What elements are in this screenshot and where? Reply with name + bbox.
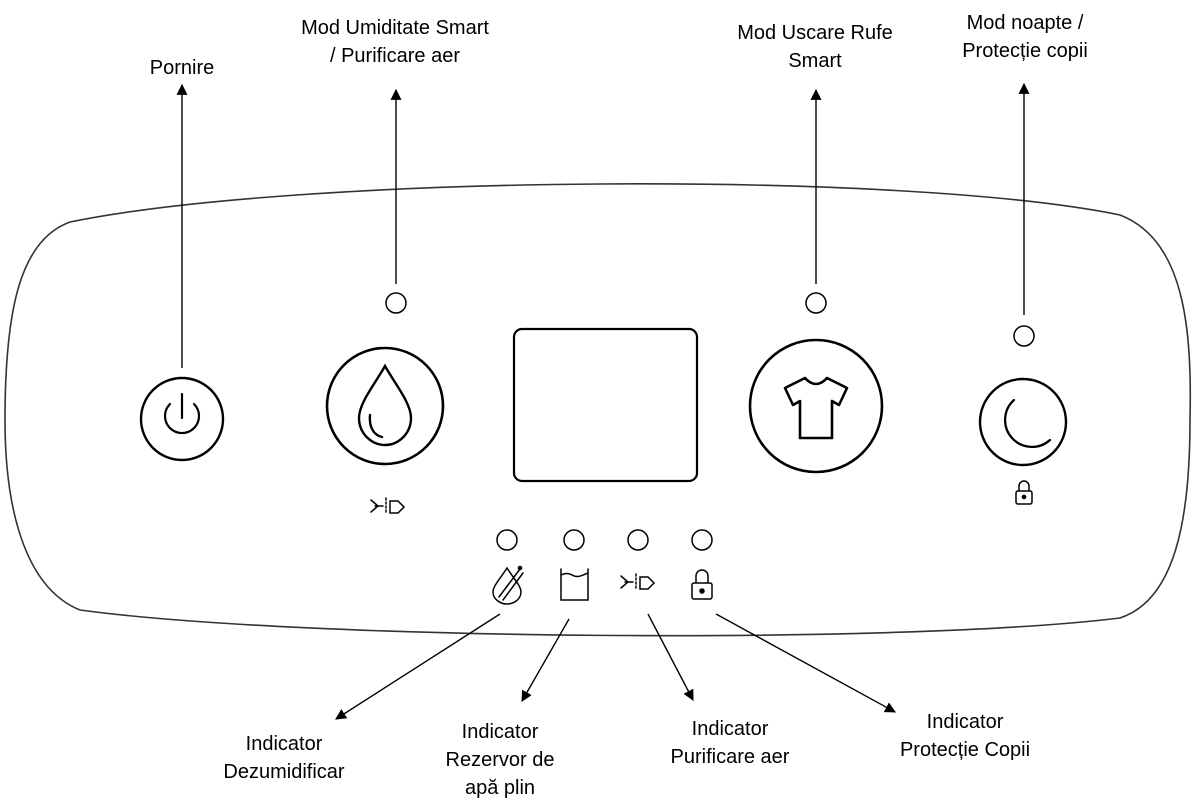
tank-full-callout-arrow <box>521 618 570 702</box>
label-tank-full-indicator: Indicator Rezervor de apă plin <box>445 721 555 799</box>
child-lock-led <box>691 529 713 551</box>
night-mode-led <box>1013 325 1035 347</box>
dehumidify-icon <box>492 565 524 605</box>
moon-icon <box>1004 398 1052 448</box>
air-purify-led <box>627 529 649 551</box>
label-power: Pornire <box>149 57 215 79</box>
child-lock-icon <box>691 569 713 600</box>
humidity-mode-button[interactable] <box>325 346 445 466</box>
label-air-purify-indicator: Indicator Purificare aer <box>670 718 790 768</box>
air-purify-indicator-icon <box>620 573 656 591</box>
power-icon <box>163 392 201 435</box>
dehumidify-callout-arrow <box>335 613 501 720</box>
lock-icon <box>1015 480 1033 505</box>
tank-full-led <box>563 529 585 551</box>
t-shirt-icon <box>783 376 849 440</box>
power-button[interactable] <box>139 376 225 462</box>
label-dehumidify-indicator: Indicator Dezumidificar <box>223 733 345 783</box>
laundry-mode-led <box>805 292 827 314</box>
laundry-mode-button[interactable] <box>748 338 884 474</box>
label-night-mode: Mod noapte / Protecție copii <box>962 12 1088 62</box>
display-screen <box>512 327 699 483</box>
air-purify-callout-arrow <box>647 613 694 701</box>
night-mode-button[interactable] <box>978 377 1068 467</box>
panel-outline <box>4 183 1192 637</box>
label-laundry-mode: Mod Uscare Rufe Smart <box>737 22 893 72</box>
child-lock-callout-arrow <box>715 613 896 713</box>
label-child-lock-indicator: Indicator Protecție Copii <box>899 711 1031 761</box>
dehumidify-led <box>496 529 518 551</box>
air-purify-icon <box>370 497 406 515</box>
humidity-mode-led <box>385 292 407 314</box>
label-humidity-mode: Mod Umiditate Smart / Purificare aer <box>301 17 489 67</box>
water-tank-icon <box>560 568 589 601</box>
water-drop-icon <box>357 363 413 447</box>
